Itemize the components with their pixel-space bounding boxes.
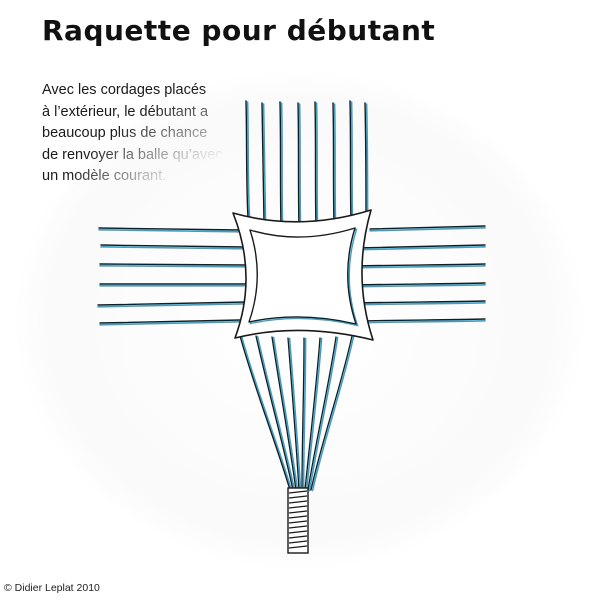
throat-strings: [239, 335, 355, 492]
caption-line: Avec les cordages placés: [42, 82, 207, 98]
horizontal-strings-right: [352, 225, 486, 324]
racket-frame: [232, 209, 374, 341]
illustration-title: Raquette pour débutant: [42, 14, 436, 47]
vertical-strings-top: [245, 100, 369, 230]
racket-handle: [287, 487, 309, 554]
copyright-notice: © Didier Leplat 2010: [4, 582, 100, 594]
horizontal-strings-left: [97, 227, 247, 326]
